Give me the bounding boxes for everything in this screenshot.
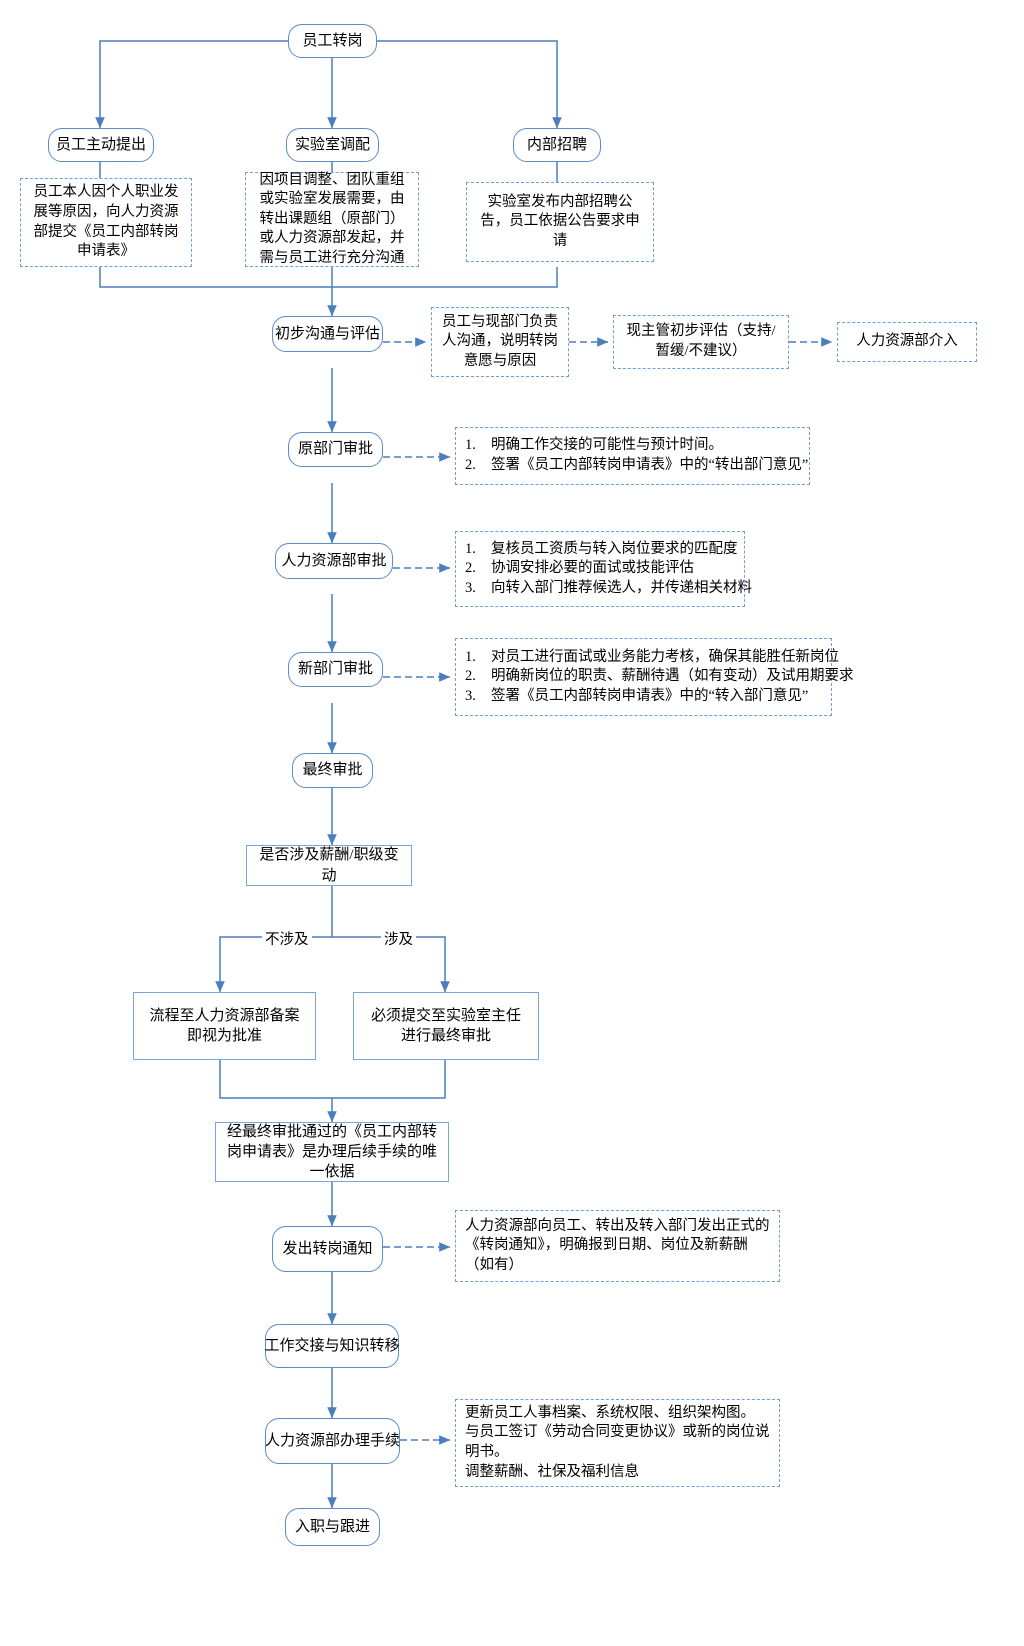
note-source-internal: 实验室发布内部招聘公告，员工依据公告要求申请 <box>466 182 654 262</box>
node-hr-formalities-label: 人力资源部办理手续 <box>265 1432 401 1449</box>
node-approved-form-label: 经最终审批通过的《员工内部转岗申请表》是办理后续手续的唯一依据 <box>226 1123 437 1181</box>
note-source-employee: 员工本人因个人职业发展等原因，向人力资源部提交《员工内部转岗申请表》 <box>20 178 192 267</box>
note-hr-involvement-text: 人力资源部介入 <box>856 333 958 350</box>
note-source-internal-text: 实验室发布内部招聘公告，员工依据公告要求申请 <box>480 193 640 249</box>
node-hr-formalities[interactable]: 人力资源部办理手续 <box>265 1418 400 1464</box>
note-line: 更新员工人事档案、系统权限、组织架构图。 <box>465 1404 755 1421</box>
node-branch-no-hr-filing[interactable]: 流程至人力资源部备案即视为批准 <box>133 992 316 1060</box>
node-work-handover[interactable]: 工作交接与知识转移 <box>264 1324 400 1368</box>
node-onboarding-followup[interactable]: 入职与跟进 <box>285 1508 380 1546</box>
node-source-internal-label: 内部招聘 <box>526 136 587 153</box>
node-new-department-approval[interactable]: 新部门审批 <box>288 652 383 687</box>
list-item: 1.明确工作交接的可能性与预计时间。 <box>465 437 723 454</box>
node-decision-label: 是否涉及薪酬/职级变动 <box>259 847 399 884</box>
note-source-lab-text: 因项目调整、团队重组或实验室发展需要，由转出课题组（原部门）或人力资源部发起，并… <box>259 171 405 266</box>
node-branch-yes-lab-director[interactable]: 必须提交至实验室主任进行最终审批 <box>353 992 539 1060</box>
list-item: 2.明确新岗位的职责、薪酬待遇（如有变动）及试用期要求 <box>465 668 854 685</box>
list-item: 1.复核员工资质与转入岗位要求的匹配度 <box>465 540 738 557</box>
list-item: 3.向转入部门推荐候选人，并传递相关材料 <box>465 579 752 596</box>
note-old-department-approval-list: 1.明确工作交接的可能性与预计时间。 2.签署《员工内部转岗申请表》中的“转出部… <box>465 436 809 475</box>
note-line: 调整薪酬、社保及福利信息 <box>465 1463 639 1480</box>
node-onboarding-followup-label: 入职与跟进 <box>294 1518 370 1535</box>
node-issue-transfer-notice-label: 发出转岗通知 <box>282 1240 373 1257</box>
note-transfer-notice: 人力资源部向员工、转出及转入部门发出正式的《转岗通知》，明确报到日期、岗位及新薪… <box>455 1210 780 1282</box>
node-issue-transfer-notice[interactable]: 发出转岗通知 <box>272 1226 383 1272</box>
note-source-lab: 因项目调整、团队重组或实验室发展需要，由转出课题组（原部门）或人力资源部发起，并… <box>245 172 419 267</box>
node-hr-approval[interactable]: 人力资源部审批 <box>275 543 393 579</box>
note-source-employee-text: 员工本人因个人职业发展等原因，向人力资源部提交《员工内部转岗申请表》 <box>33 184 179 260</box>
node-source-employee[interactable]: 员工主动提出 <box>48 128 154 162</box>
node-source-lab-label: 实验室调配 <box>294 136 370 153</box>
node-new-department-approval-label: 新部门审批 <box>297 661 373 678</box>
note-manager-initial-assessment: 现主管初步评估（支持/暂缓/不建议） <box>613 315 789 369</box>
node-initial-communication[interactable]: 初步沟通与评估 <box>272 316 383 352</box>
edge-label-no: 不涉及 <box>262 928 312 949</box>
list-item: 2.协调安排必要的面试或技能评估 <box>465 560 694 577</box>
edge-label-yes: 涉及 <box>381 928 416 949</box>
note-hr-approval: 1.复核员工资质与转入岗位要求的匹配度 2.协调安排必要的面试或技能评估 3.向… <box>455 531 752 607</box>
node-source-employee-label: 员工主动提出 <box>55 136 146 153</box>
node-initial-communication-label: 初步沟通与评估 <box>275 325 381 342</box>
note-communication-with-manager-text: 员工与现部门负责人沟通，说明转岗意愿与原因 <box>442 313 558 369</box>
node-work-handover-label: 工作交接与知识转移 <box>264 1337 400 1354</box>
list-item: 1.对员工进行面试或业务能力考核，确保其能胜任新岗位 <box>465 648 839 665</box>
note-transfer-notice-text: 人力资源部向员工、转出及转入部门发出正式的《转岗通知》，明确报到日期、岗位及新薪… <box>465 1217 770 1273</box>
note-hr-formalities-lines: 更新员工人事档案、系统权限、组织架构图。 与员工签订《劳动合同变更协议》或新的岗… <box>465 1404 770 1482</box>
node-old-department-approval-label: 原部门审批 <box>297 441 373 458</box>
note-old-department-approval: 1.明确工作交接的可能性与预计时间。 2.签署《员工内部转岗申请表》中的“转出部… <box>455 427 810 485</box>
node-final-approval[interactable]: 最终审批 <box>292 753 373 788</box>
node-source-lab[interactable]: 实验室调配 <box>286 128 379 162</box>
node-branch-no-label: 流程至人力资源部备案即视为批准 <box>149 1007 300 1044</box>
node-start[interactable]: 员工转岗 <box>288 24 377 58</box>
node-old-department-approval[interactable]: 原部门审批 <box>288 432 383 467</box>
node-branch-yes-label: 必须提交至实验室主任进行最终审批 <box>370 1007 521 1044</box>
node-final-approval-label: 最终审批 <box>302 762 363 779</box>
list-item: 2.签署《员工内部转岗申请表》中的“转出部门意见” <box>465 457 809 473</box>
node-decision-salary-level-change[interactable]: 是否涉及薪酬/职级变动 <box>246 845 412 886</box>
note-communication-with-manager: 员工与现部门负责人沟通，说明转岗意愿与原因 <box>431 307 569 377</box>
note-hr-formalities: 更新员工人事档案、系统权限、组织架构图。 与员工签订《劳动合同变更协议》或新的岗… <box>455 1399 780 1487</box>
note-new-department-approval-list: 1.对员工进行面试或业务能力考核，确保其能胜任新岗位 2.明确新岗位的职责、薪酬… <box>465 648 854 707</box>
note-hr-approval-list: 1.复核员工资质与转入岗位要求的匹配度 2.协调安排必要的面试或技能评估 3.向… <box>465 540 752 599</box>
node-start-label: 员工转岗 <box>302 32 363 49</box>
note-hr-involvement: 人力资源部介入 <box>837 322 977 362</box>
note-manager-initial-assessment-text: 现主管初步评估（支持/暂缓/不建议） <box>626 323 776 359</box>
node-approved-form-sole-basis[interactable]: 经最终审批通过的《员工内部转岗申请表》是办理后续手续的唯一依据 <box>215 1122 449 1182</box>
node-source-internal[interactable]: 内部招聘 <box>513 128 601 162</box>
note-line: 与员工签订《劳动合同变更协议》或新的岗位说明书。 <box>465 1424 770 1460</box>
note-new-department-approval: 1.对员工进行面试或业务能力考核，确保其能胜任新岗位 2.明确新岗位的职责、薪酬… <box>455 638 854 716</box>
list-item: 3.签署《员工内部转岗申请表》中的“转入部门意见” <box>465 687 809 704</box>
node-hr-approval-label: 人力资源部审批 <box>281 552 387 569</box>
